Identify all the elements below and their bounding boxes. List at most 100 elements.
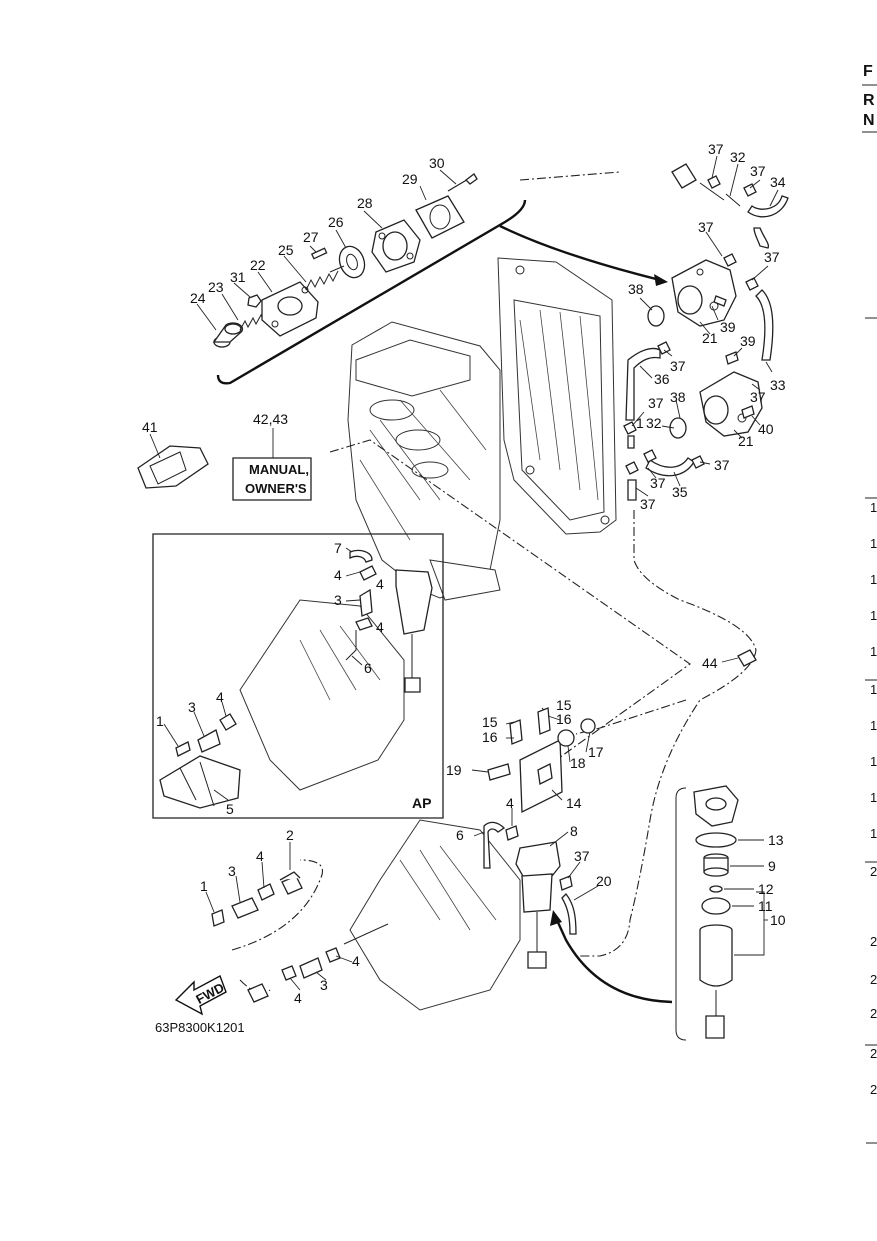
callout-label: 37 xyxy=(714,457,730,473)
callout-label: 6 xyxy=(364,660,372,676)
edge-number: 1 xyxy=(870,608,877,623)
callout-label: 5 xyxy=(226,801,234,817)
part-21-pump-upper xyxy=(672,260,736,326)
callout-label: 39 xyxy=(720,319,736,335)
manual-line1: MANUAL, xyxy=(249,462,309,477)
callout-label: 4 xyxy=(376,576,384,592)
edge-number: 1 xyxy=(870,682,877,697)
callout-label: 16 xyxy=(556,711,572,727)
edge-number: 1 xyxy=(870,790,877,805)
loose-fittings-group: 1 3 4 2 4 3 4 xyxy=(200,827,360,1006)
callout-label: 13 xyxy=(768,832,784,848)
fuel-pump-exploded-group: 24 23 31 22 25 27 26 28 29 30 xyxy=(190,155,525,383)
callout-label: 28 xyxy=(357,195,373,211)
callout-label: 8 xyxy=(570,823,578,839)
part-41-bag: 41 xyxy=(138,419,208,488)
callout-label: 35 xyxy=(672,484,688,500)
fwd-label: FWD xyxy=(193,980,226,1007)
callout-label: 39 xyxy=(740,333,756,349)
callout-label: 37 xyxy=(650,475,666,491)
edge-letter: R xyxy=(863,92,875,109)
right-pump-assembly: 37 32 37 34 37 37 38 39 21 37 36 39 33 3… xyxy=(624,141,788,512)
part-21-pump-lower xyxy=(700,372,762,436)
callout-label: 19 xyxy=(446,762,462,778)
callout-label: 4 xyxy=(376,619,384,635)
callout-label: 21 xyxy=(738,433,754,449)
part-24-cap xyxy=(214,323,242,347)
filter-kit-group: 13 9 12 11 10 xyxy=(676,786,786,1040)
callout-label: 4 xyxy=(334,567,342,583)
callout-label: 44 xyxy=(702,655,718,671)
callout-label: 4 xyxy=(294,990,302,1006)
callout-label: 1 xyxy=(200,878,208,894)
callout-label: 4 xyxy=(216,689,224,705)
callout-label: 20 xyxy=(596,873,612,889)
callout-label: 18 xyxy=(570,755,586,771)
part-26-diaphragm xyxy=(330,243,369,281)
manual-callout-label: 42,43 xyxy=(253,411,288,427)
callout-label: 37 xyxy=(640,496,656,512)
callout-label: 11 xyxy=(758,898,773,914)
part-44-clip: 44 xyxy=(702,650,756,671)
callout-label: 25 xyxy=(278,242,294,258)
callout-label: 10 xyxy=(770,912,786,928)
callout-label: 1 xyxy=(636,415,644,431)
part-31-nut xyxy=(248,295,261,307)
callout-label: 16 xyxy=(482,729,498,745)
callout-label: 15 xyxy=(556,697,572,713)
edge-number: 1 xyxy=(870,718,877,733)
callout-label: 38 xyxy=(628,281,644,297)
callout-label: 37 xyxy=(648,395,664,411)
callout-label: 23 xyxy=(208,279,224,295)
edge-number: 2 xyxy=(870,864,877,879)
callout-label: 26 xyxy=(328,214,344,230)
part-30-screw xyxy=(448,174,477,191)
edge-number: 1 xyxy=(870,644,877,659)
callout-label: 4 xyxy=(352,953,360,969)
callout-label: 37 xyxy=(670,358,686,374)
edge-number: 1 xyxy=(870,826,877,841)
callout-label: 7 xyxy=(334,540,342,556)
callout-label: 32 xyxy=(646,415,662,431)
callout-label: 27 xyxy=(303,229,319,245)
callout-label: 4 xyxy=(506,795,514,811)
edge-number: 1 xyxy=(870,754,877,769)
callout-label: 33 xyxy=(770,377,786,393)
callout-label: 15 xyxy=(482,714,498,730)
callout-label: 38 xyxy=(670,389,686,405)
callout-label: 37 xyxy=(764,249,780,265)
callout-label: 37 xyxy=(708,141,724,157)
callout-label: 31 xyxy=(230,269,246,285)
callout-label: 32 xyxy=(730,149,746,165)
part-27-pin xyxy=(312,248,327,258)
callout-label: 24 xyxy=(190,290,206,306)
callout-label: 40 xyxy=(758,421,774,437)
group-bracket xyxy=(218,200,525,383)
engine-block xyxy=(348,258,616,600)
edge-number: 2 xyxy=(870,972,877,987)
callout-label: 22 xyxy=(250,257,266,273)
edge-number: 1 xyxy=(870,500,877,515)
callout-label: 4 xyxy=(256,848,264,864)
part-8-fuel-filter xyxy=(516,842,560,968)
callout-label: 36 xyxy=(654,371,670,387)
edge-number: 2 xyxy=(870,1006,877,1021)
callout-label: 3 xyxy=(228,863,236,879)
filter-bracket-group: 15 16 15 16 17 18 19 14 4 6 8 37 20 xyxy=(344,697,672,1010)
edge-number: 1 xyxy=(870,536,877,551)
callout-label: 1 xyxy=(156,713,164,729)
inset-label: AP xyxy=(412,795,431,811)
callout-label: 3 xyxy=(334,592,342,608)
part-29-gasket xyxy=(416,196,464,238)
callout-label: 2 xyxy=(286,827,294,843)
page-edge-column: F R N 1 1 1 1 1 1 1 1 1 1 2 2 2 2 2 2 xyxy=(862,63,877,1143)
callout-label: 12 xyxy=(758,881,774,897)
inset-ap-box: AP 1 3 4 5 7 4 4 3 4 xyxy=(153,534,443,818)
callout-label: 37 xyxy=(574,848,590,864)
callout-label: 34 xyxy=(770,174,786,190)
callout-label: 37 xyxy=(750,163,766,179)
callout-label: 21 xyxy=(702,330,718,346)
pointer-arrow-to-pump xyxy=(500,226,668,286)
edge-letter: N xyxy=(863,112,875,129)
